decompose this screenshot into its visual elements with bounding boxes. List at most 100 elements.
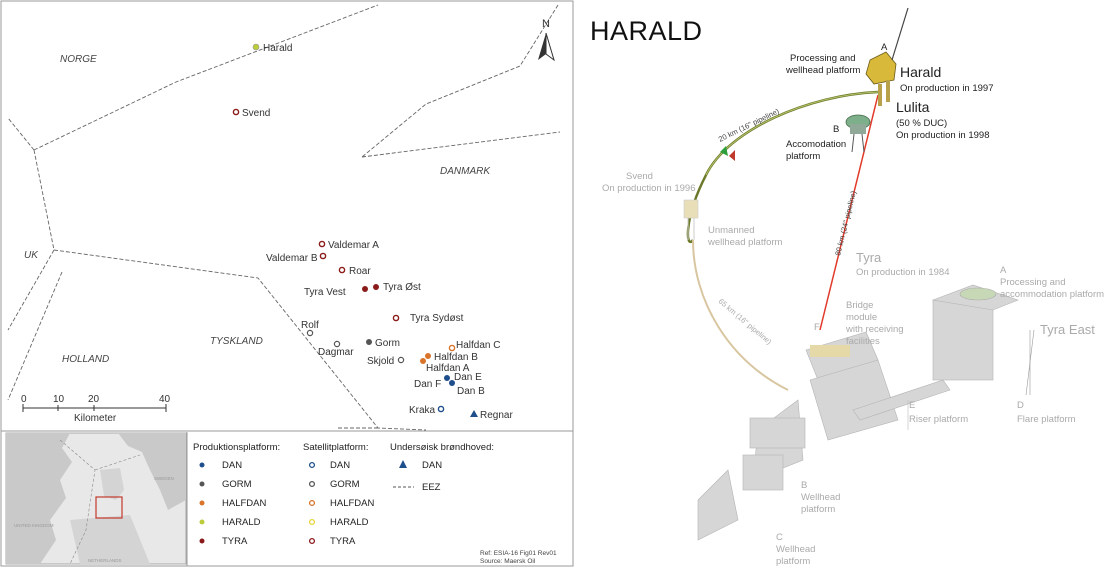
svg-text:Satellitplatform:: Satellitplatform: xyxy=(303,442,368,453)
halfdan-b-marker xyxy=(425,353,431,359)
label-gorm: Gorm xyxy=(375,338,400,349)
label-harald: Harald xyxy=(263,43,292,54)
valdemar-b-marker xyxy=(319,252,327,260)
svend-platform xyxy=(683,199,699,240)
svg-text:F: F xyxy=(814,322,820,333)
svg-text:Wellhead: Wellhead xyxy=(776,544,815,555)
red-arrow-icon xyxy=(729,150,735,161)
svg-text:On production in 1984: On production in 1984 xyxy=(856,267,949,278)
svg-text:platform: platform xyxy=(801,504,835,515)
svg-text:10: 10 xyxy=(53,394,65,405)
svg-text:module: module xyxy=(846,312,877,323)
legend: Produktionsplatform: Satellitplatform: U… xyxy=(193,442,557,565)
label-dan-b: Dan B xyxy=(457,386,485,397)
halfdan-c-marker xyxy=(448,344,456,352)
svg-text:Produktionsplatform:: Produktionsplatform: xyxy=(193,442,280,453)
roar-marker xyxy=(338,266,346,274)
svg-text:wellhead platform: wellhead platform xyxy=(707,237,783,248)
regnar-marker xyxy=(470,410,478,417)
label-skjold: Skjold xyxy=(367,356,394,367)
svg-text:EEZ: EEZ xyxy=(422,482,441,493)
label-roar: Roar xyxy=(349,266,371,277)
valdemar-a-marker xyxy=(318,240,326,248)
harald-platform-a: A xyxy=(865,7,909,106)
dan-f-marker xyxy=(449,380,455,386)
label-kraka: Kraka xyxy=(409,405,436,416)
svg-text:platform: platform xyxy=(776,556,810,567)
svg-text:Lulita: Lulita xyxy=(896,99,930,115)
country-tyskland: TYSKLAND xyxy=(210,336,263,347)
svg-text:0: 0 xyxy=(21,394,27,405)
svg-text:Ref: ESIA-16 Fig01 Rev01: Ref: ESIA-16 Fig01 Rev01 xyxy=(480,550,557,557)
svg-text:TYRA: TYRA xyxy=(330,536,356,547)
svg-text:HARALD: HARALD xyxy=(330,517,369,528)
map-svg: NORGE DANMARK UK TYSKLAND HOLLAND N Hara… xyxy=(0,0,574,567)
label-rolf: Rolf xyxy=(301,320,319,331)
lulita-platform-b: B xyxy=(833,114,871,153)
svg-text:Bridge: Bridge xyxy=(846,300,873,311)
svg-text:D: D xyxy=(1017,400,1024,411)
svg-text:65 km (16" pipeline): 65 km (16" pipeline) xyxy=(717,297,774,347)
svg-text:Processing and: Processing and xyxy=(1000,277,1065,288)
svg-text:wellhead platform: wellhead platform xyxy=(785,65,861,76)
svg-text:Source: Maersk Oil: Source: Maersk Oil xyxy=(480,558,536,565)
green-arrow-icon xyxy=(720,146,728,156)
svg-text:facilities: facilities xyxy=(846,336,880,347)
svg-text:Processing and: Processing and xyxy=(790,53,855,64)
svg-text:DAN: DAN xyxy=(422,460,442,471)
country-holland: HOLLAND xyxy=(62,354,109,365)
svg-text:A: A xyxy=(1000,265,1007,276)
svg-text:Tyra East: Tyra East xyxy=(1040,322,1095,337)
svg-text:Harald: Harald xyxy=(900,64,941,80)
svg-text:GORM: GORM xyxy=(222,479,252,490)
eez-boundaries xyxy=(7,4,561,431)
label-tyra-ost: Tyra Øst xyxy=(383,282,421,293)
svend-marker xyxy=(232,108,240,116)
country-danmark: DANMARK xyxy=(440,166,491,177)
harald-marker xyxy=(252,43,260,51)
helideck-icon xyxy=(959,287,997,301)
svg-text:On production in 1996: On production in 1996 xyxy=(602,183,695,194)
svg-text:DAN: DAN xyxy=(330,460,350,471)
svg-text:40: 40 xyxy=(159,394,171,405)
label-valdemar-b: Valdemar B xyxy=(266,253,318,264)
label-regnar: Regnar xyxy=(480,410,513,421)
tyra-vest-marker xyxy=(362,286,368,292)
diagram-title: HARALD xyxy=(590,16,703,46)
svg-text:80 km (24" pipeline): 80 km (24" pipeline) xyxy=(833,189,858,256)
kraka-marker xyxy=(437,405,445,413)
scale-bar: 0 10 20 40 Kilometer xyxy=(21,394,171,424)
label-halfdan-c: Halfdan C xyxy=(456,340,500,351)
svg-text:platform: platform xyxy=(786,151,820,162)
harald-diagram: HARALD A Processing and wellhead platfor… xyxy=(578,0,1118,567)
svg-text:Riser platform: Riser platform xyxy=(909,414,968,425)
country-uk: UK xyxy=(24,250,39,261)
svg-text:Unmanned: Unmanned xyxy=(708,225,754,236)
svg-text:accommodation platform: accommodation platform xyxy=(1000,289,1104,300)
svg-text:Tyra: Tyra xyxy=(856,250,882,265)
label-dan-e: Dan E xyxy=(454,372,482,383)
svg-text:UNITED KINGDOM: UNITED KINGDOM xyxy=(14,523,54,528)
svg-text:Flare platform: Flare platform xyxy=(1017,414,1076,425)
svg-text:SWEDEN: SWEDEN xyxy=(154,476,174,481)
label-tyra-sydost: Tyra Sydøst xyxy=(410,313,464,324)
svg-text:A: A xyxy=(881,42,888,53)
inset-map: UNITED KINGDOM NETHERLANDS SWEDEN xyxy=(5,432,187,565)
dan-e-marker xyxy=(444,375,450,381)
field-map: NORGE DANMARK UK TYSKLAND HOLLAND N Hara… xyxy=(0,0,574,567)
svg-text:with receiving: with receiving xyxy=(845,324,904,335)
country-norge: NORGE xyxy=(60,54,97,65)
label-svend: Svend xyxy=(242,108,270,119)
label-dan-f: Dan F xyxy=(414,379,441,390)
dagmar-marker xyxy=(333,340,341,348)
svg-text:Svend: Svend xyxy=(626,171,653,182)
north-arrow-icon: N xyxy=(538,18,555,62)
halfdan-a-marker xyxy=(420,358,426,364)
map-fields: Harald Svend Valdemar A Valdemar B Roar … xyxy=(232,43,513,421)
svg-text:Wellhead: Wellhead xyxy=(801,492,840,503)
svg-text:HALFDAN: HALFDAN xyxy=(222,498,266,509)
rolf-marker xyxy=(306,329,314,337)
label-valdemar-a: Valdemar A xyxy=(328,240,379,251)
svg-text:(50 % DUC): (50 % DUC) xyxy=(896,118,947,129)
svg-text:On production in 1998: On production in 1998 xyxy=(896,130,989,141)
